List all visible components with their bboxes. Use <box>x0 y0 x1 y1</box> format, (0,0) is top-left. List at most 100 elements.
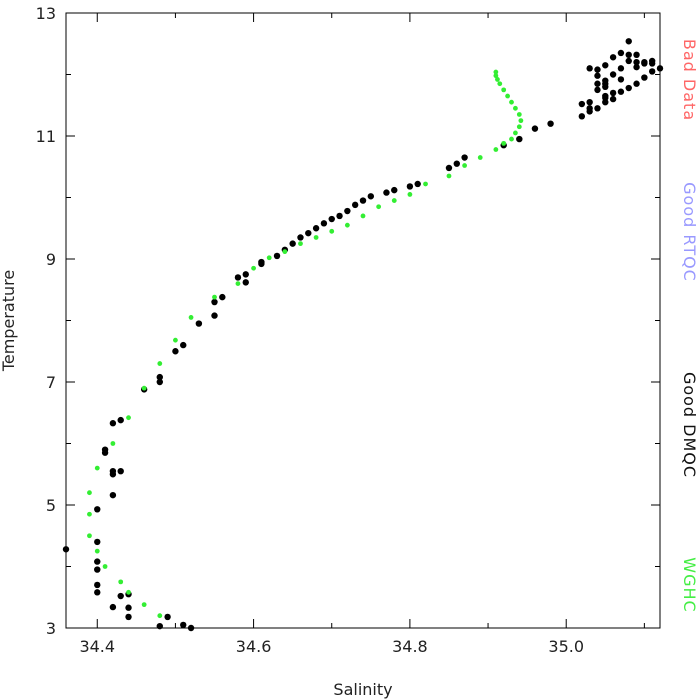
wghc-point <box>518 118 524 124</box>
wghc-point <box>87 511 92 517</box>
wghc-point <box>513 130 518 136</box>
wghc-point <box>509 136 514 142</box>
dmqc-point <box>125 613 132 621</box>
dmqc-point <box>633 63 640 71</box>
dmqc-point <box>617 49 625 57</box>
wghc-point <box>251 265 256 271</box>
dmqc-point <box>180 341 187 349</box>
dmqc-point <box>117 416 124 424</box>
dmqc-point <box>445 164 453 172</box>
wghc-point <box>235 281 241 286</box>
dmqc-point <box>211 298 218 306</box>
wghc-point <box>282 249 288 255</box>
dmqc-point <box>594 86 601 94</box>
dmqc-point <box>594 80 601 87</box>
dmqc-point <box>586 105 593 112</box>
wghc-point <box>495 77 500 82</box>
dmqc-point <box>172 348 179 355</box>
y-tick-label: 5 <box>46 496 56 515</box>
wghc-point <box>118 579 124 585</box>
y-tick-label: 11 <box>36 127 56 146</box>
dmqc-point <box>273 252 281 260</box>
legend-entry: Bad Data <box>680 39 699 121</box>
dmqc-point <box>625 51 632 59</box>
dmqc-point <box>594 72 601 79</box>
y-tick-label: 3 <box>46 619 56 638</box>
wghc-point <box>298 241 303 247</box>
wghc-point <box>462 163 468 168</box>
dmqc-point <box>125 604 132 611</box>
dmqc-point <box>180 621 187 629</box>
dmqc-point <box>453 160 460 167</box>
wghc-point <box>501 140 507 146</box>
wghc-point <box>493 69 499 75</box>
dmqc-point <box>94 566 101 573</box>
dmqc-point <box>344 207 351 215</box>
wghc-point <box>513 105 518 111</box>
dmqc-point <box>609 71 617 78</box>
wghc-point <box>212 294 217 300</box>
legend-entry: Good RTQC <box>680 182 699 282</box>
dmqc-point <box>594 105 601 112</box>
wghc-point <box>501 87 507 93</box>
wghc-point <box>87 490 92 496</box>
dmqc-point <box>648 57 656 65</box>
dmqc-point <box>109 491 117 499</box>
wghc-point <box>188 315 194 320</box>
dmqc-point <box>461 154 468 161</box>
dmqc-point <box>94 558 101 565</box>
dmqc-point <box>289 240 296 247</box>
dmqc-point <box>336 212 343 220</box>
dmqc-point <box>367 193 375 200</box>
dmqc-point <box>633 59 640 66</box>
dmqc-point <box>617 76 625 83</box>
dmqc-point <box>109 603 117 611</box>
wghc-point <box>505 93 510 99</box>
dmqc-point <box>109 467 117 475</box>
wghc-point <box>102 564 108 569</box>
dmqc-point <box>617 88 625 95</box>
dmqc-point <box>602 80 609 87</box>
dmqc-point <box>625 57 632 65</box>
dmqc-point <box>109 420 117 427</box>
dmqc-point <box>312 225 320 232</box>
dmqc-point <box>602 62 609 69</box>
dmqc-point <box>602 94 609 102</box>
legend-entry: Good DMQC <box>680 372 699 478</box>
wghc-point <box>497 81 503 87</box>
wghc-point <box>516 112 522 117</box>
data-points <box>62 38 664 632</box>
legend-entry: WGHC <box>680 557 699 612</box>
dmqc-point <box>406 183 414 190</box>
dmqc-point <box>359 197 367 204</box>
wghc-point <box>360 213 366 219</box>
dmqc-point <box>578 113 586 120</box>
x-tick-label: 34.4 <box>79 637 115 656</box>
dmqc-point <box>219 293 226 301</box>
dmqc-point <box>164 613 171 621</box>
dmqc-point <box>94 581 101 589</box>
dmqc-point <box>633 80 640 87</box>
dmqc-point <box>648 68 656 75</box>
wghc-point <box>94 465 100 471</box>
dmqc-point <box>594 66 601 73</box>
dmqc-point <box>305 229 312 237</box>
dmqc-point <box>211 312 218 319</box>
dmqc-point <box>531 125 539 132</box>
wghc-point <box>516 124 522 130</box>
x-tick-label: 35.0 <box>548 637 584 656</box>
dmqc-point <box>641 60 648 67</box>
dmqc-point <box>547 120 554 127</box>
dmqc-point <box>117 592 124 600</box>
wghc-point <box>313 235 319 240</box>
wghc-point <box>94 548 100 554</box>
dmqc-point <box>258 258 265 266</box>
dmqc-point <box>156 378 163 386</box>
wghc-point <box>173 337 178 343</box>
wghc-point <box>407 192 413 197</box>
dmqc-point <box>195 320 203 327</box>
x-axis-title: Salinity <box>333 680 392 699</box>
dmqc-point <box>586 98 593 106</box>
